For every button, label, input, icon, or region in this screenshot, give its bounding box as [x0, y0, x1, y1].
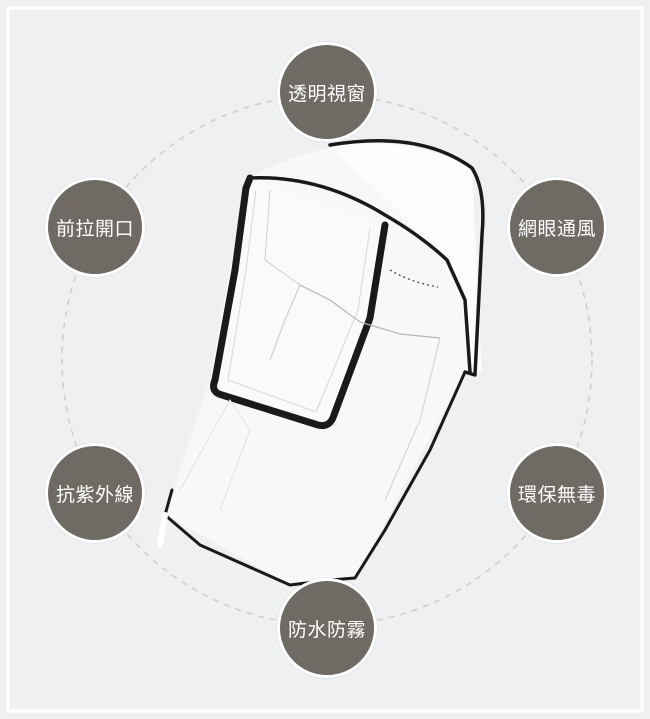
feature-label: 防水防霧 — [287, 618, 366, 641]
feature-badge-mesh-ventilation: 網眼通風 — [507, 177, 607, 277]
feature-label: 透明視窗 — [287, 82, 366, 105]
feature-badge-eco-nontoxic: 環保無毒 — [507, 443, 607, 543]
feature-label: 抗紫外線 — [55, 483, 134, 506]
feature-badge-uv-protection: 抗紫外線 — [45, 443, 145, 543]
stroller-rain-cover-illustration — [157, 139, 485, 587]
page-frame — [6, 6, 644, 713]
feature-label: 前拉開口 — [55, 217, 134, 240]
feature-label: 環保無毒 — [517, 483, 596, 506]
feature-label: 網眼通風 — [517, 217, 596, 240]
feature-badge-front-opening: 前拉開口 — [45, 177, 145, 277]
feature-badge-waterproof-antifog: 防水防霧 — [277, 578, 377, 678]
feature-badge-transparent-window: 透明視窗 — [277, 42, 377, 142]
